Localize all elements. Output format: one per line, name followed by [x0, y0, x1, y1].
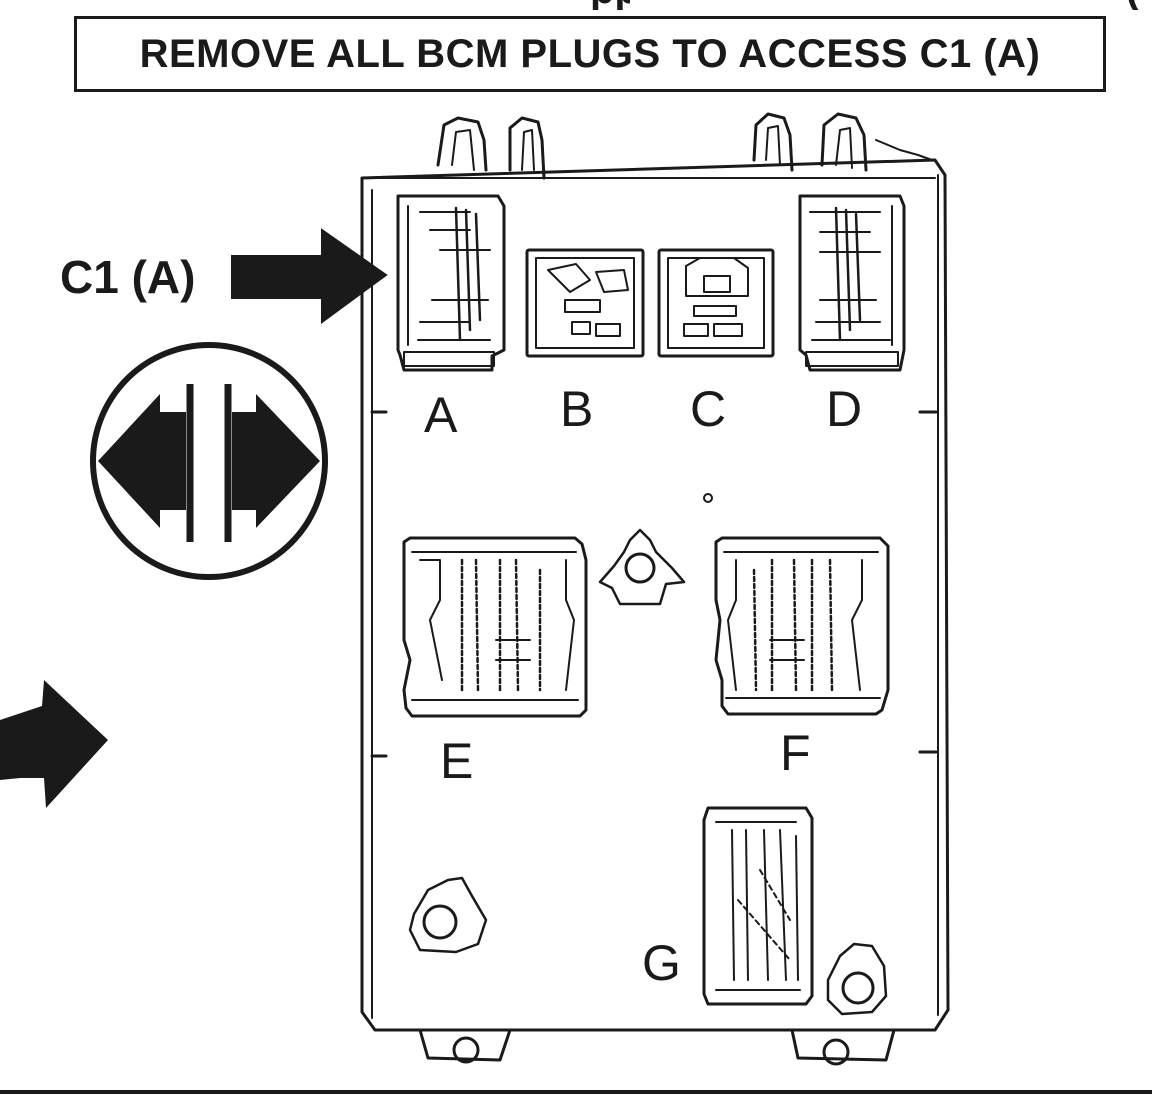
- bidirectional-arrow-icon: [90, 342, 328, 580]
- connector-label-d: D: [826, 381, 863, 437]
- curved-arrow-icon: [0, 680, 108, 808]
- connector-c: [657, 248, 775, 358]
- bottom-left-mount: [408, 876, 488, 954]
- center-mount: [598, 493, 713, 606]
- arrow-right-icon: [231, 228, 388, 324]
- bottom-right-mount: [826, 942, 888, 1016]
- connector-label-c: C: [690, 381, 727, 437]
- connector-e: [402, 536, 588, 718]
- top-latches: [436, 112, 933, 180]
- connector-f: [714, 536, 890, 716]
- connector-g: [702, 806, 814, 1006]
- cropped-top-text-right: (: [1126, 0, 1152, 10]
- connector-d: [798, 194, 906, 372]
- instruction-text: REMOVE ALL BCM PLUGS TO ACCESS C1 (A): [139, 31, 1041, 76]
- callout-label-c1: C1 (A): [60, 251, 196, 303]
- instruction-banner: REMOVE ALL BCM PLUGS TO ACCESS C1 (A): [74, 16, 1106, 92]
- bcm-housing: [360, 158, 950, 1032]
- connector-a: [396, 194, 506, 372]
- connector-label-b: B: [560, 381, 594, 437]
- connector-label-f: F: [780, 725, 811, 781]
- bottom-divider: [0, 1090, 1152, 1094]
- connector-label-g: G: [642, 935, 681, 991]
- connector-label-a: A: [424, 387, 458, 443]
- connector-label-e: E: [440, 733, 474, 789]
- cropped-top-text: pp: [590, 0, 630, 10]
- bottom-feet: [418, 1028, 896, 1066]
- connector-b: [525, 248, 645, 358]
